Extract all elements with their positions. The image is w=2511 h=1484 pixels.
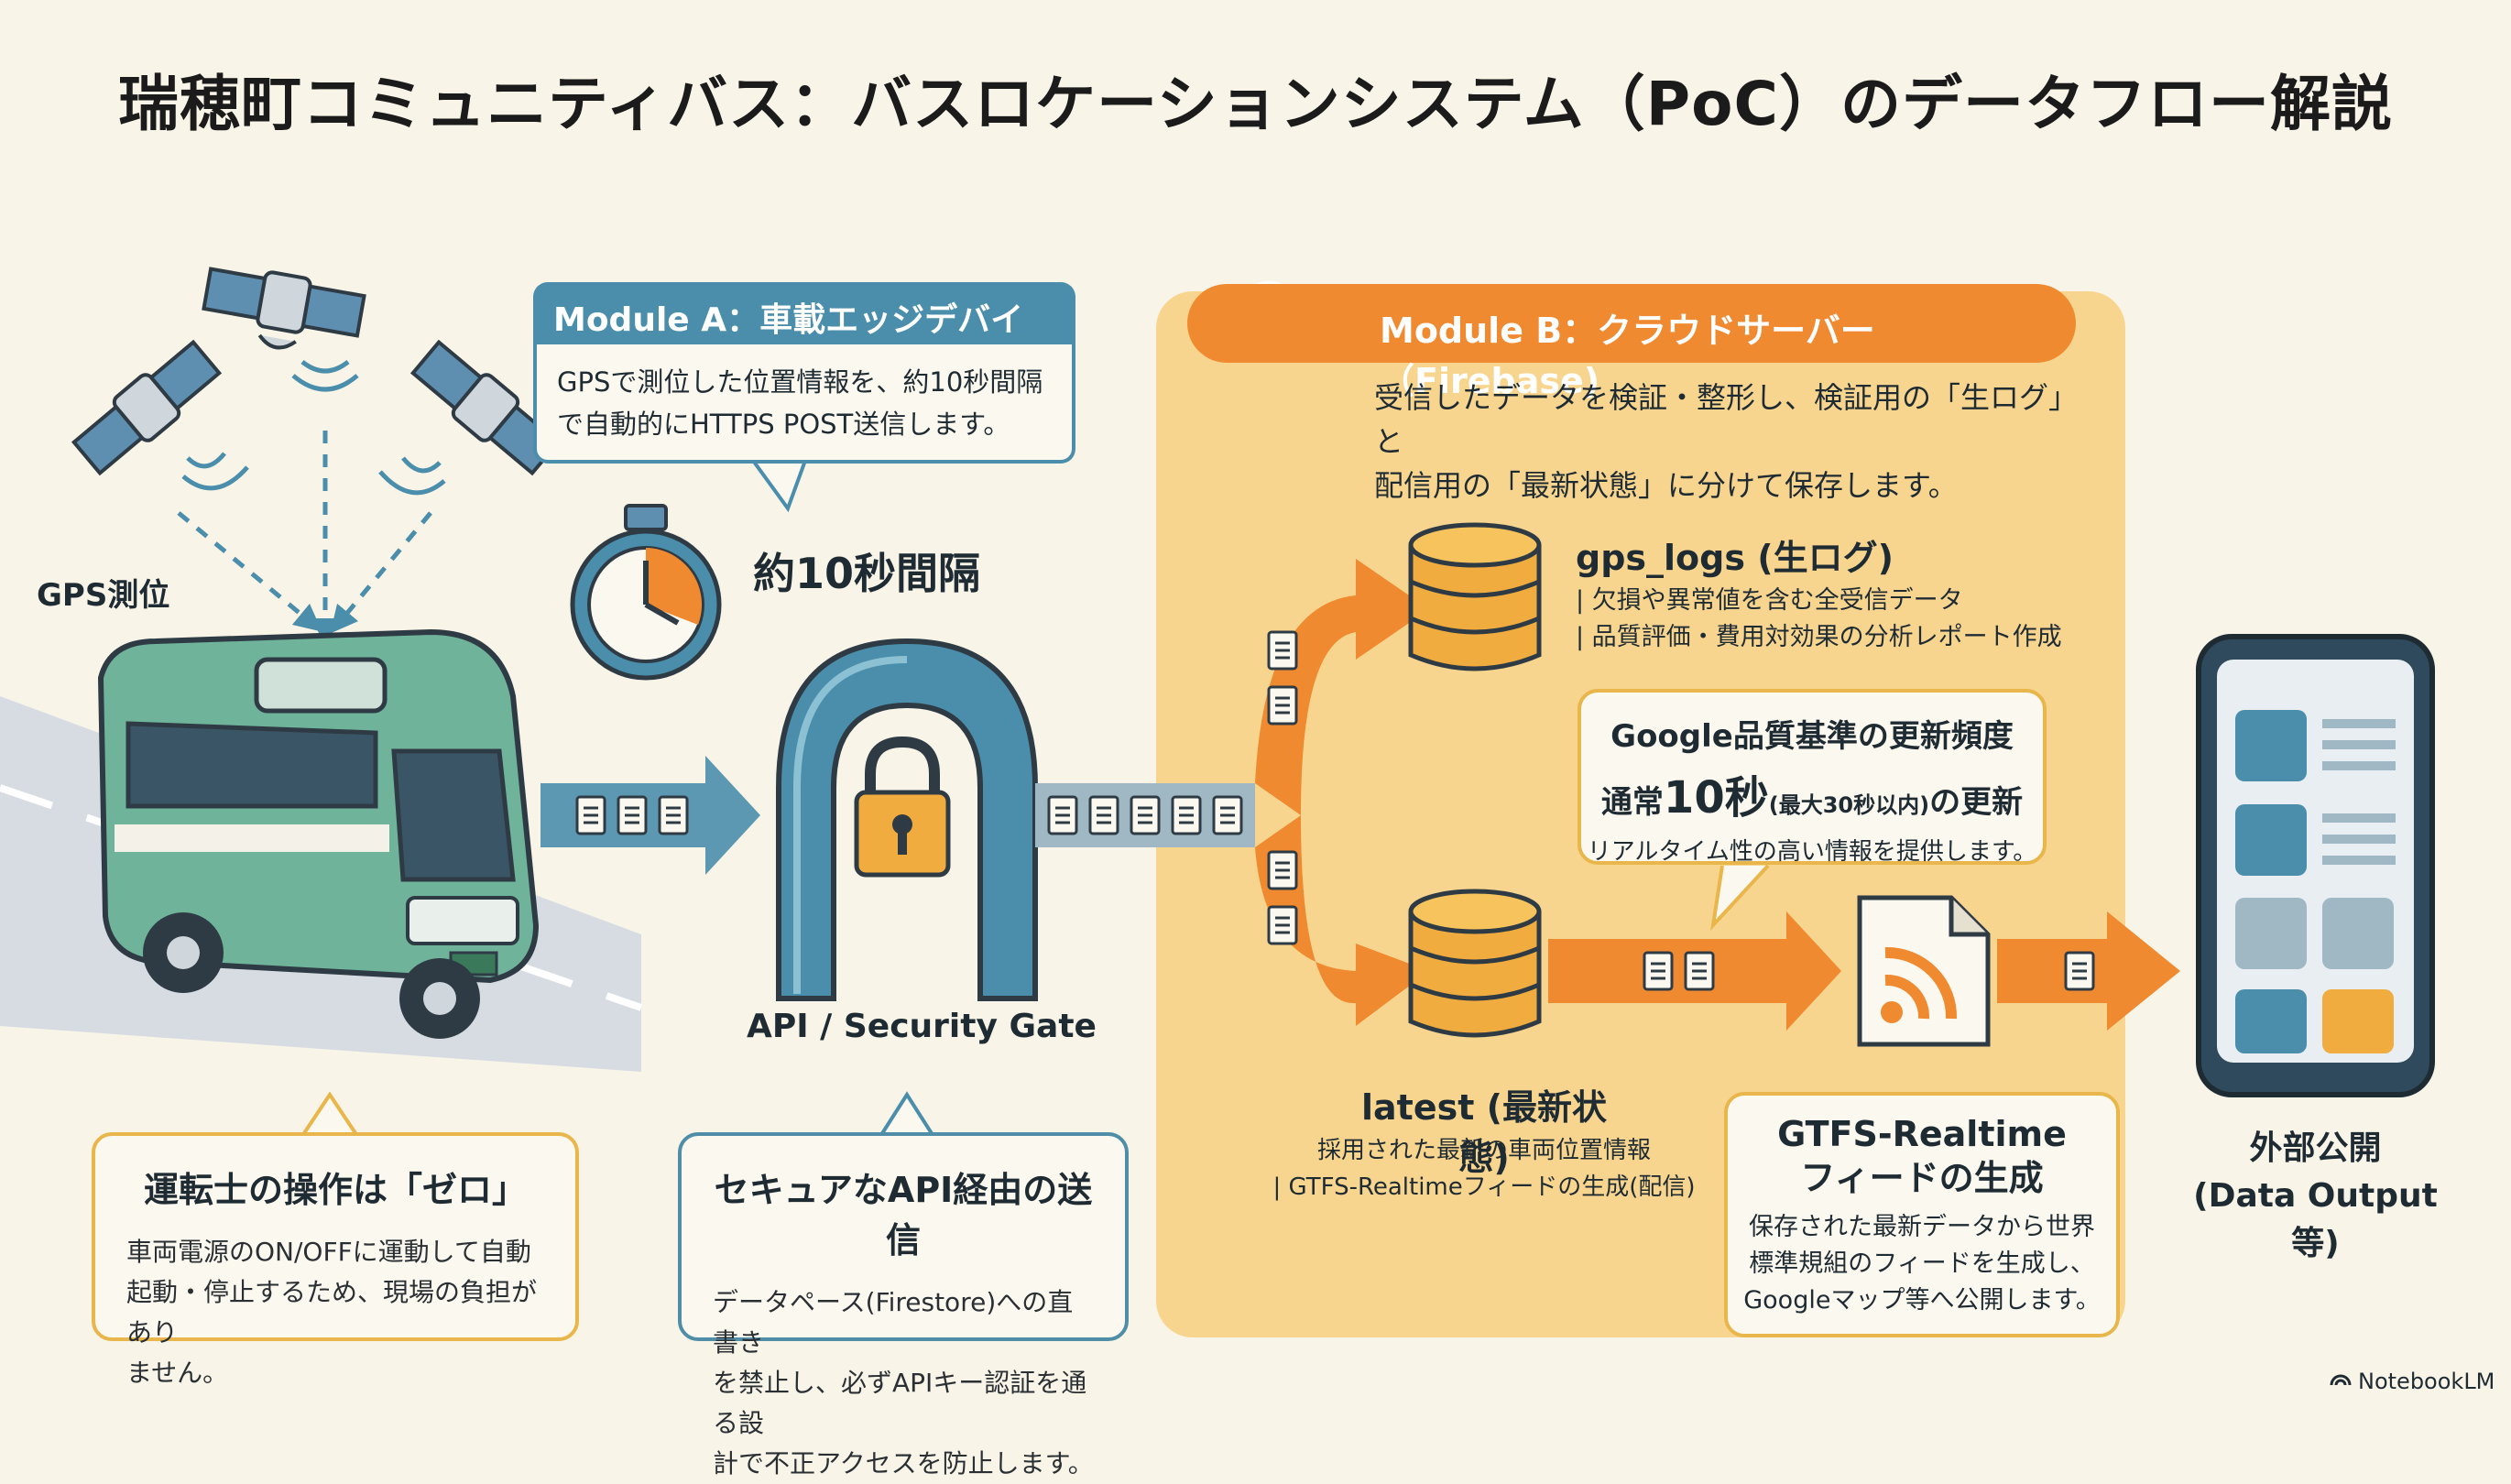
api-callout-pointer bbox=[878, 1091, 936, 1140]
gps-signal-lines bbox=[177, 431, 432, 646]
driver-callout-line: 車両電源のON/OFFに運動して自動 bbox=[126, 1237, 531, 1267]
module-a-header: Module A：車載エッジデバイス bbox=[533, 282, 1075, 387]
satellite-icon bbox=[202, 267, 366, 392]
page-title: 瑞穂町コミュニティバス：バスロケーションシステム（PoC）のデータフロー解説 bbox=[118, 69, 2393, 139]
gtfs-description: 保存された最新データから世界 標準規組のフィードを生成し、 Googleマップ等… bbox=[1728, 1209, 2116, 1319]
gps-label: GPS測位 bbox=[37, 577, 170, 614]
brand-label: NotebookLM bbox=[2358, 1369, 2495, 1394]
gtfs-title-line: GTFS-Realtime bbox=[1777, 1114, 2067, 1154]
gtfs-callout: GTFS-Realtime フィードの生成 保存された最新データから世界 標準規… bbox=[1724, 1092, 2120, 1337]
latest-line: | GTFS-Realtimeフィードの生成(配信) bbox=[1272, 1173, 1696, 1201]
output-label-line: (Data Output等) bbox=[2193, 1177, 2438, 1262]
module-b-header: Module B：クラウドサーバー（Firebase) bbox=[1187, 284, 2076, 401]
output-label: 外部公開 (Data Output等) bbox=[2171, 1125, 2460, 1268]
driver-callout: 運転士の操作は「ゼロ」 車両電源のON/OFFに運動して自動 起動・停止するため… bbox=[92, 1132, 579, 1388]
module-a-description: GPSで測位した位置情報を、約10秒間隔 で自動的にHTTPS POST送信しま… bbox=[533, 344, 1075, 464]
quality-frequency-suffix: の更新 bbox=[1929, 784, 2024, 821]
module-a-description-line: GPSで測位した位置情報を、約10秒間隔 bbox=[557, 366, 1043, 398]
security-gate-arch bbox=[776, 638, 1038, 1001]
flow-arrow-feed-to-output bbox=[1997, 911, 2180, 1031]
latest-description: 採用された最新の車両位置情報 | GTFS-Realtimeフィードの生成(配信… bbox=[1250, 1132, 1718, 1206]
driver-callout-line: ません。 bbox=[126, 1358, 229, 1388]
quality-frequency: 通常10秒(最大30秒以内)の更新 bbox=[1581, 761, 2043, 825]
gps-logs-description: | 欠損や異常値を含む全受信データ | 品質評価・費用対効果の分析レポート作成 bbox=[1576, 583, 2062, 656]
quality-note: リアルタイム性の高い情報を提供します。 bbox=[1587, 838, 2037, 866]
api-callout-title: セキュアなAPI経由の送信 bbox=[714, 1170, 1093, 1260]
quality-bubble-pointer bbox=[1710, 864, 1770, 932]
rss-feed-icon bbox=[1857, 895, 1991, 1047]
api-callout-line: 計で不正アクセスを防止します。 bbox=[713, 1448, 1094, 1479]
gtfs-line: 標準規組のフィードを生成し、 bbox=[1749, 1249, 2095, 1278]
driver-callout-line: 起動・停止するため、現場の負担があり bbox=[126, 1277, 538, 1348]
gps-logs-line: | 品質評価・費用対効果の分析レポート作成 bbox=[1576, 623, 2062, 651]
gps-logs-title: gps_logs (生ログ) bbox=[1576, 538, 1894, 578]
module-a-description-line: で自動的にHTTPS POST送信します。 bbox=[557, 409, 1010, 440]
database-icon bbox=[1411, 891, 1539, 1035]
gtfs-line: Googleマップ等へ公開します。 bbox=[1743, 1286, 2101, 1315]
module-b-graphics bbox=[1035, 280, 2435, 1386]
module-b-description-line: 受信したデータを検証・整形し、検証用の「生ログ」と bbox=[1374, 380, 2064, 459]
flow-arrow-gate-to-cloud bbox=[1035, 783, 1255, 847]
api-callout: セキュアなAPI経由の送信 データペース(Firestore)への直書き を禁止… bbox=[678, 1132, 1129, 1479]
padlock-icon bbox=[854, 736, 951, 878]
stopwatch-icon bbox=[570, 504, 722, 681]
interval-label: 約10秒間隔 bbox=[753, 549, 981, 598]
api-callout-line: データペース(Firestore)への直書き bbox=[713, 1287, 1074, 1358]
google-quality-bubble: Google品質基準の更新頻度 通常10秒(最大30秒以内)の更新 リアルタイム… bbox=[1578, 689, 2047, 866]
module-b-description-line: 配信用の「最新状態」に分けて保存します。 bbox=[1374, 468, 1958, 503]
flow-arrow-latest-to-feed bbox=[1548, 911, 1841, 1031]
quality-frequency-max: (最大30秒以内) bbox=[1768, 792, 1930, 818]
driver-callout-title: 運転士の操作は「ゼロ」 bbox=[143, 1170, 527, 1210]
bus-icon bbox=[97, 628, 540, 1039]
notebooklm-logo-icon bbox=[2330, 1374, 2352, 1386]
smartphone-icon bbox=[2196, 634, 2435, 1097]
quality-frequency-prefix: 通常 bbox=[1600, 784, 1664, 821]
latest-title: latest (最新状態) bbox=[1361, 1087, 1607, 1178]
gtfs-title-line: フィードの生成 bbox=[1800, 1158, 2044, 1198]
driver-callout-pointer bbox=[300, 1091, 359, 1138]
quality-heading: Google品質基準の更新頻度 bbox=[1610, 718, 2014, 755]
flow-arrow-bus-to-gate bbox=[540, 756, 760, 875]
diagram-canvas bbox=[0, 267, 1038, 1140]
gtfs-line: 保存された最新データから世界 bbox=[1749, 1213, 2095, 1241]
module-b-description: 受信したデータを検証・整形し、検証用の「生ログ」と 配信用の「最新状態」に分けて… bbox=[1374, 376, 2070, 507]
gps-logs-line: | 欠損や異常値を含む全受信データ bbox=[1576, 586, 1963, 615]
flow-arrow-split bbox=[1255, 559, 1429, 1026]
output-label-line: 外部公開 bbox=[2249, 1129, 2382, 1167]
gate-label: API / Security Gate bbox=[747, 1008, 1097, 1045]
database-icon bbox=[1411, 525, 1539, 669]
gtfs-title: GTFS-Realtime フィードの生成 bbox=[1728, 1112, 2116, 1200]
api-callout-line: を禁止し、必ずAPIキー認証を通る設 bbox=[713, 1368, 1087, 1438]
satellite-icon bbox=[71, 339, 249, 491]
quality-frequency-value: 10秒 bbox=[1663, 772, 1769, 824]
latest-line: 採用された最新の車両位置情報 bbox=[1316, 1137, 1651, 1164]
